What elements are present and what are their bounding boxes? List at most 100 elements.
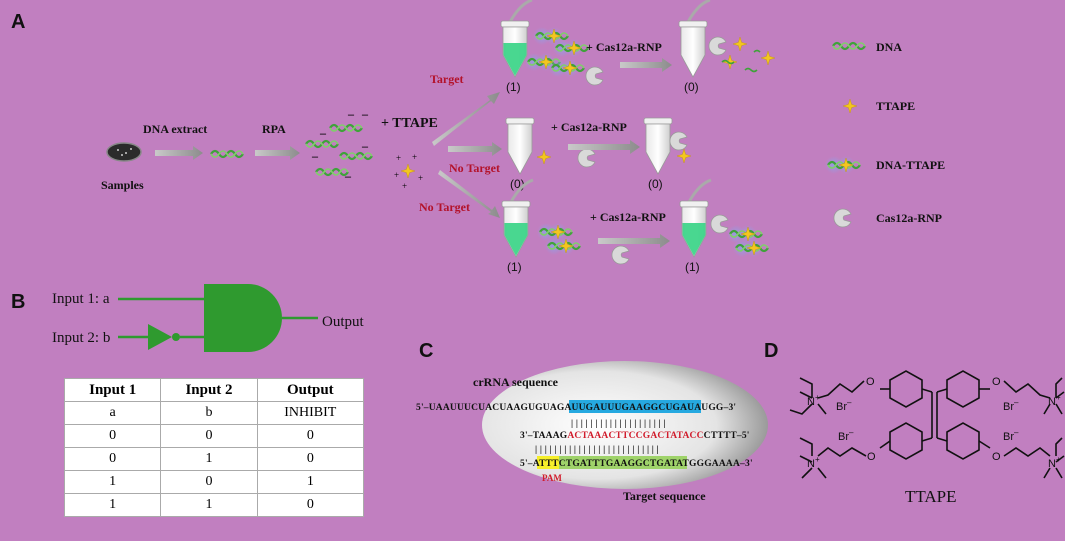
amplified-dna-group: – – – – – – bbox=[304, 107, 374, 183]
arrow-row2 bbox=[568, 140, 640, 154]
nitrogen-ul: N+ bbox=[807, 393, 820, 408]
cell: 0 bbox=[256, 447, 365, 471]
svg-text:+: + bbox=[402, 181, 407, 191]
input2-label: Input 2: b bbox=[52, 330, 110, 346]
cas-row2 bbox=[577, 148, 596, 168]
tube-4-empty bbox=[643, 117, 673, 175]
protospacer-highlight bbox=[559, 456, 687, 469]
cleaved-products-row1 bbox=[708, 36, 776, 73]
col-input2: Input 2 bbox=[160, 378, 258, 402]
tube-5-green bbox=[501, 200, 531, 258]
panel-letter-c: C bbox=[419, 340, 433, 362]
cell: 0 bbox=[63, 424, 162, 448]
oxygen-lr: O bbox=[992, 451, 1001, 463]
ttape-row2 bbox=[536, 149, 552, 165]
arrow-notarget-branch-1 bbox=[448, 142, 502, 156]
cell: 0 bbox=[160, 424, 258, 448]
no-target-label-1: No Target bbox=[449, 161, 500, 175]
svg-text:+: + bbox=[396, 153, 401, 163]
target-seq-label: Target sequence bbox=[623, 489, 706, 503]
ttape-structure bbox=[789, 370, 1065, 479]
tube6-lid bbox=[687, 178, 713, 204]
cell: 0 bbox=[63, 447, 162, 471]
tube-2-empty bbox=[678, 20, 708, 78]
crrna-highlight bbox=[569, 400, 701, 413]
cell: 0 bbox=[256, 424, 365, 448]
panel-letter-b: B bbox=[11, 291, 25, 313]
tube-5-label: (1) bbox=[507, 260, 522, 274]
cell: 1 bbox=[160, 447, 258, 471]
nontarget-strand-sequence: 5'–ATTTCTGATTTGAAGGCTGATATGGGAAAA–3' bbox=[520, 459, 753, 469]
bromide-ul: Br– bbox=[836, 398, 852, 413]
arrow-notarget-branch-2 bbox=[438, 170, 500, 218]
cell: 1 bbox=[63, 470, 162, 494]
truth-table-header: Input 1 Input 2 Output bbox=[63, 378, 365, 402]
legend-cas-icon bbox=[833, 208, 852, 228]
cell: 0 bbox=[256, 493, 365, 517]
no-target-label-2: No Target bbox=[419, 200, 470, 214]
svg-text:–: – bbox=[361, 139, 369, 153]
col-output: Output bbox=[256, 378, 365, 402]
bromide-ll: Br– bbox=[838, 428, 854, 443]
nitrogen-ll: N+ bbox=[807, 455, 820, 470]
crrna-label: crRNA sequence bbox=[473, 375, 559, 389]
pam-label: PAM bbox=[542, 473, 562, 483]
ttape-row2-after bbox=[676, 148, 692, 164]
legend-cas-label: Cas12a-RNP bbox=[876, 211, 942, 225]
input1-label: Input 1: a bbox=[52, 291, 110, 307]
nitrogen-ur: N+ bbox=[1048, 393, 1061, 408]
pairing-bars-2: | | | | | | | | | | | | | | | | | | | | … bbox=[535, 445, 659, 455]
tube-3-label: (0) bbox=[510, 177, 525, 191]
ttape-name: TTAPE bbox=[905, 487, 957, 506]
oxygen-ur: O bbox=[992, 376, 1001, 388]
tube-6-label: (1) bbox=[685, 260, 700, 274]
cas-add-label-1: + Cas12a-RNP bbox=[586, 40, 662, 54]
extracted-dna bbox=[209, 149, 245, 159]
cas-add-label-3: + Cas12a-RNP bbox=[590, 210, 666, 224]
tube2-lid bbox=[686, 0, 712, 24]
target-strand-sequence: 3'–TAAAGACTAAACTTCCGACTATACCCTTTT–5' bbox=[520, 431, 750, 441]
arrow-extract bbox=[155, 146, 203, 160]
dna-ttape-complexes-row3-after bbox=[710, 214, 768, 257]
pam-highlight bbox=[537, 456, 559, 469]
tube-6-green bbox=[679, 200, 709, 258]
tube-1-green bbox=[500, 20, 530, 78]
cas-add-label-2: + Cas12a-RNP bbox=[551, 120, 627, 134]
svg-text:+: + bbox=[394, 170, 399, 180]
cell: 1 bbox=[256, 470, 365, 494]
oxygen-ll: O bbox=[867, 451, 876, 463]
bromide-ur: Br– bbox=[1003, 398, 1019, 413]
tube-2-label: (0) bbox=[684, 80, 699, 94]
legend-dna-ttape-icon bbox=[825, 156, 860, 174]
arrow-row3 bbox=[598, 234, 670, 248]
nitrogen-lr: N+ bbox=[1048, 455, 1061, 470]
cell: b bbox=[160, 401, 258, 425]
cas-row2-after bbox=[669, 131, 688, 151]
cell: a bbox=[63, 401, 162, 425]
arrow-target-branch bbox=[432, 92, 500, 146]
pairing-bars-1: | | | | | | | | | | | | | | | | | | | | bbox=[571, 419, 666, 429]
legend-dna-label: DNA bbox=[876, 40, 902, 54]
legend-ttape-label: TTAPE bbox=[876, 99, 915, 113]
arrow-row1 bbox=[620, 58, 672, 72]
arrow-rpa bbox=[255, 146, 300, 160]
crrna-sequence: 5'–UAAUUUCUACUAAGUGUAGAUUGAUUUGAAGGCUGAU… bbox=[416, 403, 736, 413]
cas-row3 bbox=[611, 245, 630, 265]
col-input1: Input 1 bbox=[63, 378, 162, 402]
svg-text:–: – bbox=[361, 107, 369, 121]
cas-row1 bbox=[585, 66, 604, 86]
cell: 0 bbox=[160, 470, 258, 494]
dna-ttape-complexes-row3 bbox=[537, 223, 580, 255]
svg-text:–: – bbox=[344, 169, 352, 183]
panel-letter-a: A bbox=[11, 11, 25, 33]
tube1-lid bbox=[508, 0, 534, 24]
inhibit-gate bbox=[118, 284, 318, 352]
cell: 1 bbox=[63, 493, 162, 517]
ttape-add-label: + TTAPE bbox=[381, 116, 438, 131]
svg-text:–: – bbox=[311, 149, 319, 163]
